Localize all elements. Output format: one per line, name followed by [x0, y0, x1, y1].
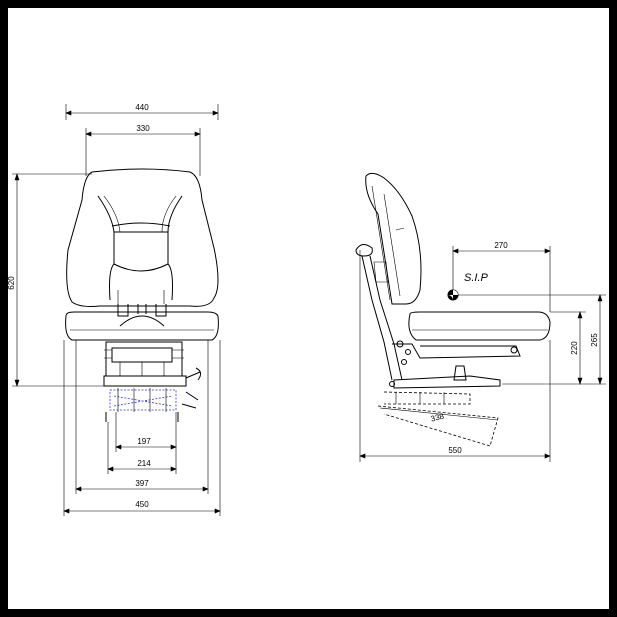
- dim-270: 270: [494, 241, 508, 250]
- side-backrest: [365, 172, 422, 305]
- dim-line-338: 338: [379, 407, 499, 424]
- side-seat-cushion: [408, 311, 551, 341]
- dim-220: 220: [570, 341, 579, 355]
- dim-265: 265: [590, 333, 599, 347]
- dim-line-550: 550: [359, 250, 551, 462]
- drawing-sheet: 440 330 620 197 214 397: [8, 8, 609, 609]
- side-view: S.I.P 270 220 265 338 550: [355, 172, 606, 462]
- dim-330: 330: [136, 124, 150, 133]
- dim-397: 397: [135, 479, 149, 488]
- dim-line-440: 440: [65, 103, 219, 120]
- dim-214: 214: [137, 459, 151, 468]
- front-seat-cushion: [65, 311, 219, 341]
- dim-line-270: 270: [452, 241, 551, 312]
- front-backrest: [66, 168, 219, 307]
- side-armrest-knob: [355, 244, 373, 257]
- dim-line-330: 330: [85, 124, 201, 176]
- front-view: 440 330 620 197 214 397: [8, 103, 221, 516]
- dim-line-397: 397: [75, 340, 209, 494]
- dim-line-265: 265: [590, 294, 603, 385]
- dim-line-197: 197: [115, 412, 177, 452]
- dim-197: 197: [137, 437, 151, 446]
- sip-label: S.I.P: [464, 272, 489, 284]
- front-backrest-panel: [97, 195, 183, 301]
- dim-line-214: 214: [107, 422, 177, 474]
- dim-338: 338: [430, 411, 446, 423]
- dim-450: 450: [135, 500, 149, 509]
- dim-550: 550: [448, 446, 462, 455]
- sip-marker: S.I.P: [447, 272, 489, 301]
- dim-line-220: 220: [458, 294, 606, 385]
- dim-line-450: 450: [63, 340, 221, 516]
- dim-440: 440: [135, 103, 149, 112]
- front-suspension: [103, 341, 202, 412]
- dim-line-620: 620: [8, 173, 104, 387]
- dim-620: 620: [8, 276, 16, 290]
- technical-drawing: 440 330 620 197 214 397: [8, 103, 606, 516]
